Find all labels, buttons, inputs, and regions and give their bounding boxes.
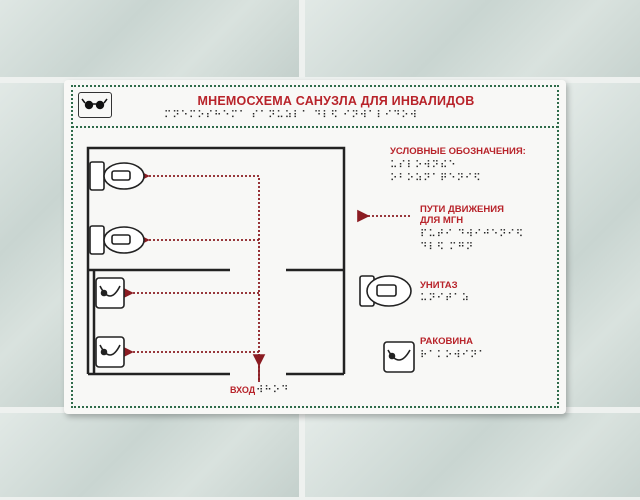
entrance-braille: ⠺⠓⠕⠙ xyxy=(256,385,290,396)
sink-icon xyxy=(383,341,415,373)
toilet-legend-label: УНИТАЗ xyxy=(420,280,458,291)
toilet-icon xyxy=(89,161,145,191)
floor-plan xyxy=(86,146,415,382)
sink-legend-braille: ⠗⠁⠅⠕⠺⠊⠝⠁ xyxy=(420,350,487,361)
path-legend-label: ПУТИ ДВИЖЕНИЯ xyxy=(420,204,504,215)
glasses-icon xyxy=(78,92,112,118)
legend-heading-braille: ⠕⠃⠕⠵⠝⠁⠟⠑⠝⠊⠫ xyxy=(390,173,482,184)
sink-icon xyxy=(95,277,125,309)
sign-border xyxy=(71,85,559,408)
toilet-legend-braille: ⠥⠝⠊⠞⠁⠵ xyxy=(420,293,470,304)
accessibility-sign: МНЕМОСХЕМА САНУЗЛА ДЛЯ ИНВАЛИДОВ ⠍⠝⠑⠍⠕⠎⠓… xyxy=(64,80,566,414)
entrance-label: ВХОД xyxy=(230,385,256,395)
toilet-icon xyxy=(359,275,412,307)
legend-heading: УСЛОВНЫЕ ОБОЗНАЧЕНИЯ: xyxy=(390,146,526,157)
path-legend-braille: ⠙⠇⠫ ⠍⠛⠝ xyxy=(420,242,475,253)
path-legend-label: ДЛЯ МГН xyxy=(420,215,464,226)
sign-title: МНЕМОСХЕМА САНУЗЛА ДЛЯ ИНВАЛИДОВ xyxy=(197,94,475,108)
title-braille: ⠍⠝⠑⠍⠕⠎⠓⠑⠍⠁ ⠎⠁⠝⠥⠵⠇⠁ ⠙⠇⠫ ⠊⠝⠺⠁⠇⠊⠙⠕⠺ xyxy=(164,110,418,121)
path-legend-braille: ⠏⠥⠞⠊ ⠙⠺⠊⠚⠑⠝⠊⠫ xyxy=(420,229,525,240)
legend-heading-braille: ⠥⠎⠇⠕⠺⠝⠮⠑ xyxy=(390,160,457,171)
toilet-icon xyxy=(89,225,145,255)
movement-paths xyxy=(121,169,266,382)
header-divider xyxy=(72,126,558,128)
room-walls xyxy=(86,146,346,376)
sink-legend-label: РАКОВИНА xyxy=(420,336,473,347)
sink-icon xyxy=(95,336,125,368)
